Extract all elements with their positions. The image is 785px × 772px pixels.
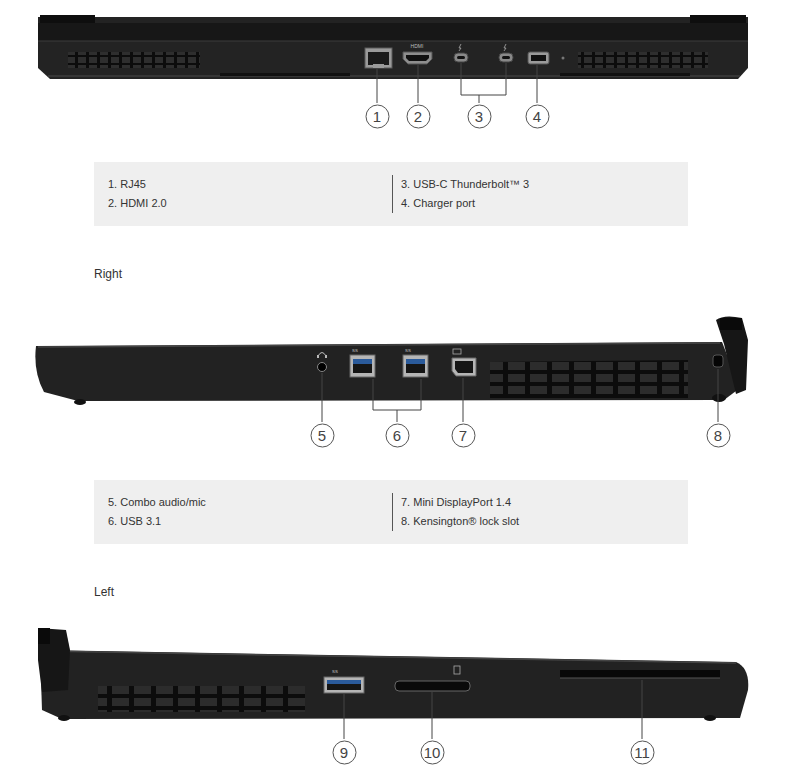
spec-item: 5. Combo audio/mic <box>108 493 206 512</box>
spec-column: 1. RJ452. HDMI 2.0 <box>108 175 167 213</box>
spec-item: 8. Kensington® lock slot <box>401 512 519 531</box>
spec-item: 1. RJ45 <box>108 175 167 194</box>
view-heading: Right <box>94 268 122 280</box>
svg-text:ss: ss <box>405 347 411 353</box>
callout-number: 7 <box>451 423 476 448</box>
spec-panel: 5. Combo audio/mic6. USB 3.1 7. Mini Disp… <box>94 480 688 544</box>
svg-text:ss: ss <box>352 347 358 353</box>
svg-text:ss: ss <box>332 668 338 674</box>
callout-number: 4 <box>525 104 550 129</box>
spec-panel: 1. RJ452. HDMI 2.0 3. USB-C Thunderbolt™ … <box>94 162 688 226</box>
callout-circle: 7 <box>451 423 476 448</box>
callout-number: 6 <box>385 423 410 448</box>
callout-number: 2 <box>406 104 431 129</box>
spec-item: 4. Charger port <box>401 194 529 213</box>
port-marking: HDMI <box>411 44 424 49</box>
left-view: ss <box>38 628 748 739</box>
callout-circle: 8 <box>706 423 731 448</box>
callout-number: 11 <box>630 740 655 765</box>
spec-column: 7. Mini DisplayPort 1.48. Kensington® lo… <box>392 493 519 531</box>
right-view: ss ss <box>35 316 748 422</box>
spec-column: 5. Combo audio/mic6. USB 3.1 <box>108 493 206 531</box>
spec-item: 3. USB-C Thunderbolt™ 3 <box>401 175 529 194</box>
spec-column: 3. USB-C Thunderbolt™ 34. Charger port <box>392 175 529 213</box>
callout-circle: 2 <box>406 104 431 129</box>
spec-item: 2. HDMI 2.0 <box>108 194 167 213</box>
back-view <box>38 15 748 103</box>
callout-number: 9 <box>332 740 357 765</box>
callout-circle: 6 <box>385 423 410 448</box>
callout-circle: 1 <box>365 104 390 129</box>
callout-circle: 3 <box>467 104 492 129</box>
callout-circle: 11 <box>630 740 655 765</box>
callout-circle: 9 <box>332 740 357 765</box>
view-heading: Left <box>94 586 114 598</box>
callout-number: 3 <box>467 104 492 129</box>
callout-number: 8 <box>706 423 731 448</box>
callout-circle: 5 <box>310 423 335 448</box>
spec-item: 7. Mini DisplayPort 1.4 <box>401 493 519 512</box>
spec-item: 6. USB 3.1 <box>108 512 206 531</box>
callout-circle: 4 <box>525 104 550 129</box>
callout-number: 1 <box>365 104 390 129</box>
callout-number: 5 <box>310 423 335 448</box>
callout-circle: 10 <box>420 740 445 765</box>
callout-number: 10 <box>420 740 445 765</box>
